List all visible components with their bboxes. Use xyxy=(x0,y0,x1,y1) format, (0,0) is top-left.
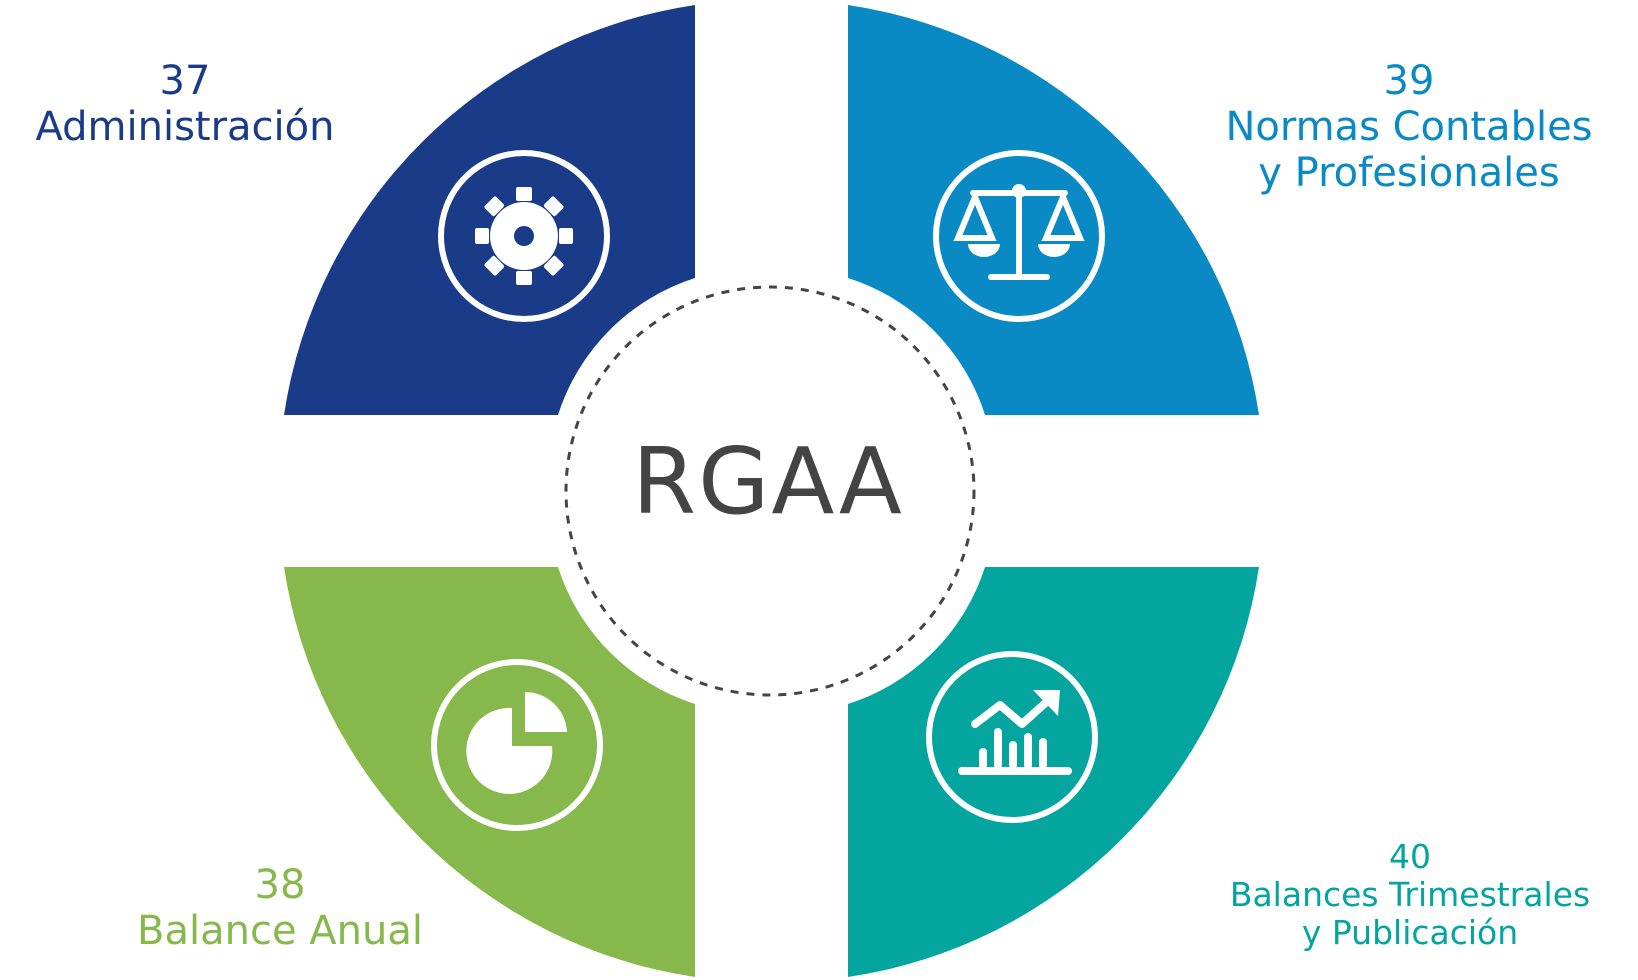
section-number: 38 xyxy=(254,862,306,908)
quadrant-normas xyxy=(848,5,1259,415)
gear-icon xyxy=(438,150,610,322)
section-title: Administración xyxy=(35,104,335,150)
pie-chart-icon xyxy=(431,659,603,831)
label-administracion: 37 Administración xyxy=(0,58,370,150)
center-label: RGAA xyxy=(632,428,904,535)
section-title-line-2: y Profesionales xyxy=(1258,150,1560,196)
section-number: 37 xyxy=(159,58,211,104)
trend-chart-icon xyxy=(926,651,1098,823)
center-dashed-ring xyxy=(564,285,976,697)
label-trimestrales: 40 Balances Trimestrales y Publicación xyxy=(1190,838,1630,952)
section-title-line-2: y Publicación xyxy=(1301,912,1519,952)
scales-icon xyxy=(933,150,1105,322)
label-balance-anual: 38 Balance Anual xyxy=(95,862,465,954)
section-title: Normas Contables xyxy=(1225,104,1593,150)
section-title: Balance Anual xyxy=(137,908,423,954)
section-number: 40 xyxy=(1389,837,1431,876)
section-number: 39 xyxy=(1383,58,1435,104)
label-normas: 39 Normas Contables y Profesionales xyxy=(1180,58,1638,196)
section-title: Balances Trimestrales xyxy=(1229,874,1591,914)
